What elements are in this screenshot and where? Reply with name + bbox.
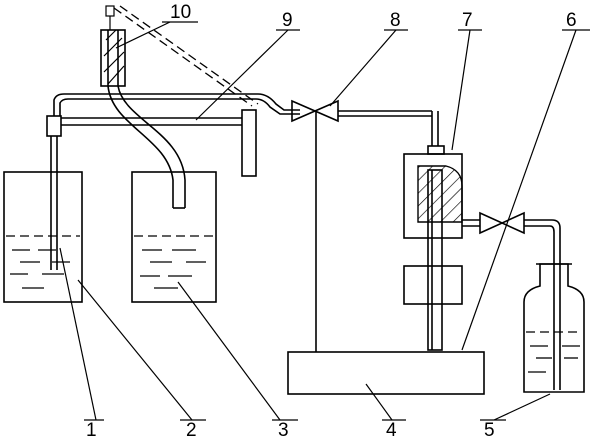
component-10: [100, 5, 259, 209]
container-2: [131, 171, 217, 303]
label-10: 10: [170, 2, 191, 23]
bottle-5: [523, 263, 585, 393]
label-2: 2: [186, 420, 197, 441]
component-9: [53, 93, 300, 177]
label-3: 3: [278, 420, 289, 441]
label-9: 9: [282, 10, 293, 31]
label-7: 7: [462, 10, 473, 31]
label-8: 8: [390, 10, 401, 31]
valve-8: [291, 99, 439, 146]
leader-lines: [59, 21, 590, 421]
label-6: 6: [566, 10, 577, 31]
part-labels: 1 2 3 4 5 6 7 8 9 10: [86, 2, 577, 441]
outlet-valve: [462, 211, 561, 390]
label-1: 1: [86, 420, 97, 441]
label-4: 4: [386, 420, 397, 441]
pump-7: [403, 145, 463, 351]
label-5: 5: [484, 420, 495, 441]
drive-block: [403, 265, 463, 305]
base-4: [287, 351, 485, 395]
container-1: [3, 115, 83, 303]
